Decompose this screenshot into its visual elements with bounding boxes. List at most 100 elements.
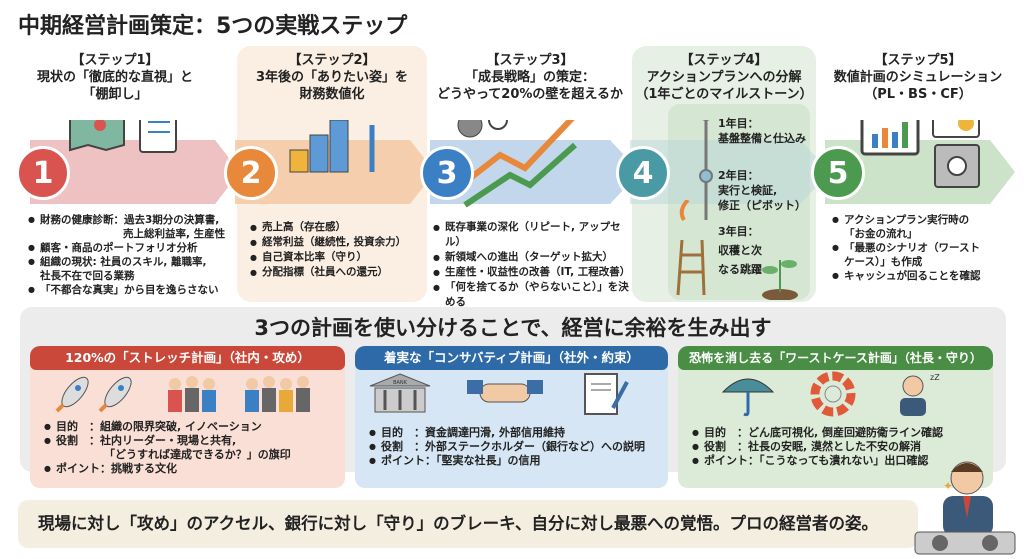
- contract-icon: [584, 373, 629, 415]
- cheering-team-icon: [168, 376, 310, 412]
- milestone-text: 実行と検証,: [718, 184, 778, 197]
- bullet-item: 生産性・収益性の改善（IT, 工程改善）: [433, 265, 633, 280]
- bullet-item: 財務の健康診断：過去3期分の決算書,: [28, 213, 238, 227]
- page-title: 中期経営計画策定：5つの実戦ステップ: [18, 14, 408, 39]
- step2-header: 【ステップ2】 3年後の「ありたい姿」を 財務数値化: [237, 52, 427, 103]
- card-title: 恐怖を消し去る「ワーストケース計画」（社長・守り）: [678, 346, 993, 370]
- milestone-label: 1年目：: [718, 117, 759, 130]
- ladder-plant-icon: [676, 200, 798, 300]
- step-heading: 3年後の「ありたい姿」を: [255, 70, 409, 85]
- bullet-item: ポイント：「こうなっても潰れない」出口確認: [692, 454, 993, 468]
- rocket-icon: [98, 376, 132, 413]
- step1-number: 1: [16, 146, 70, 200]
- step-label: 【ステップ1】: [71, 53, 159, 68]
- step4-number: 4: [616, 146, 670, 200]
- milestone-year2: 2年目： 実行と検証, 修正（ピボット）: [718, 168, 806, 213]
- safe-icon: [934, 144, 980, 188]
- step-heading: （1年ごとのマイルストーン）: [635, 87, 813, 102]
- sleeping-ceo-icon: zZ: [900, 373, 940, 416]
- timeline-icon: [699, 120, 713, 220]
- card-bullets: 目的 ：組織の限界突破, イノベーション 役割 ：社内リーダー・現場と共有, 「…: [30, 418, 345, 476]
- rocket-icon: [55, 376, 89, 413]
- bullet-item: アクションプラン実行時の: [832, 213, 1022, 227]
- bullet-item: 「最悪のシナリオ（ワースト: [832, 241, 1022, 255]
- card-bullets: 目的 ：どん底可視化, 倒産回避防衛ライン確認 役割 ：社長の安眠, 漠然とした…: [678, 424, 993, 468]
- bullet-continuation: 「お金の流れ」: [844, 228, 918, 240]
- step-heading: アクションプランへの分解: [646, 70, 802, 85]
- process-arrow-band: [30, 120, 1015, 220]
- bullet-item: 新領域への進出（ターゲット拡大）: [433, 250, 633, 265]
- step2-number: 2: [224, 146, 278, 200]
- umbrella-icon: [721, 378, 775, 417]
- milestone-text: 修正（ピボット）: [718, 199, 806, 212]
- step-label: 【ステップ5】: [874, 53, 962, 68]
- footer-message: 現場に対し「攻め」のアクセル、銀行に対し「守り」のブレーキ、自分に対し最悪への覚…: [18, 500, 918, 548]
- bullet-item: 自己資本比率（守り）: [250, 250, 430, 265]
- bullet-item: 組織の現状: 社員のスキル, 離職率,: [28, 255, 238, 269]
- growth-bars-icon: [289, 120, 375, 173]
- bullet-item: 役割 ：社内リーダー・現場と共有,: [44, 434, 345, 448]
- step-heading: どうやって20%の壁を超えるか: [436, 87, 624, 102]
- step2-bullets: 売上高（存在感） 経常利益（継続性, 投資余力） 自己資本比率（守り） 分配指標…: [250, 220, 430, 280]
- safety-icons: zZ: [721, 371, 940, 417]
- step-heading: 現状の「徹底的な直視」と: [36, 70, 193, 85]
- step3-header: 【ステップ3】 「成長戦略」の策定： どうやって20%の壁を超えるか: [425, 52, 635, 103]
- milestone-label: 3年目：: [718, 225, 759, 238]
- stretch-plan-card: 120%の「ストレッチ計画」（社内・攻め） 目的 ：組織の限界突破, イノベーシ…: [30, 346, 345, 488]
- handshake-icon: [467, 380, 543, 403]
- step5-number: 5: [811, 146, 865, 200]
- bullet-continuation: 社長不在で回る業務: [40, 270, 135, 282]
- step1-header: 【ステップ1】 現状の「徹底的な直視」と 「棚卸し」: [10, 52, 220, 103]
- step-heading: 「棚卸し」: [82, 87, 148, 102]
- bullet-item: 売上高（存在感）: [250, 220, 430, 235]
- ceo-dj-illustration: ✦: [914, 461, 1016, 555]
- map-icon: [69, 120, 125, 152]
- worstcase-plan-card: 恐怖を消し去る「ワーストケース計画」（社長・守り） zZ 目的 ：どん底可視化,…: [678, 346, 993, 488]
- conservative-plan-card: 着実な「コンサバティブ計画」（社外・約束） BANK 目的 ：資金調達円滑, 外…: [355, 346, 668, 488]
- bullet-item: 「不都合な真実」から目を逸らさない: [28, 283, 238, 297]
- dollar-window-icon: [932, 120, 980, 138]
- lifebuoy-icon: [810, 371, 856, 417]
- bank-label: BANK: [393, 380, 408, 386]
- step-label: 【ステップ4】: [680, 53, 768, 68]
- sparkle-icon: ✦: [943, 479, 953, 493]
- step-label: 【ステップ3】: [486, 53, 574, 68]
- card-title: 120%の「ストレッチ計画」（社内・攻め）: [30, 346, 345, 370]
- bullet-continuation: 売上総利益率, 生産性: [123, 228, 226, 240]
- rockets-team-icon: [55, 376, 310, 413]
- arrow-segment-4: [630, 140, 830, 204]
- bullet-continuation: ケース）」も作成: [844, 256, 923, 268]
- milestone-text: 基盤整備と仕込み: [718, 132, 806, 145]
- card-title: 着実な「コンサバティブ計画」（社外・約束）: [355, 346, 668, 370]
- zz-label: zZ: [930, 373, 940, 382]
- bullet-item: 目的 ：組織の限界突破, イノベーション: [44, 420, 345, 434]
- gears-trend-icon: [453, 120, 577, 208]
- bullet-item: 役割 ：外部ステークホルダー（銀行など）への説明: [369, 440, 668, 454]
- arrow-segment-3: [430, 140, 640, 204]
- bank-icon: BANK: [369, 373, 431, 413]
- milestone-text: 収穫と次: [718, 244, 762, 257]
- monitor-chart-icon: [860, 120, 920, 156]
- step3-number: 3: [420, 146, 474, 200]
- step-heading: （PL・BS・CF）: [864, 87, 972, 102]
- step1-bullets: 財務の健康診断：過去3期分の決算書, 売上総利益率, 生産性 顧客・商品のポート…: [28, 213, 238, 297]
- step5-bullets: アクションプラン実行時の 「お金の流れ」 「最悪のシナリオ（ワースト ケース）」…: [832, 213, 1022, 283]
- bullet-item: 「何を捨てるか（やらないこと）」を決める: [433, 280, 633, 310]
- bullet-item: ポイント：「堅実な社長」の信用: [369, 454, 668, 468]
- bank-handshake-contract-icons: BANK: [369, 373, 629, 415]
- bullet-item: 顧客・商品のポートフォリオ分析: [28, 241, 238, 255]
- step-heading: 「成長戦略」の策定：: [464, 70, 595, 85]
- step4-header: 【ステップ4】 アクションプランへの分解 （1年ごとのマイルストーン）: [632, 52, 816, 103]
- clipboard-icon: [139, 120, 177, 153]
- step-heading: 財務数値化: [299, 87, 365, 102]
- step5-header: 【ステップ5】 数値計画のシミュレーション （PL・BS・CF）: [818, 52, 1018, 103]
- bullet-item: キャッシュが回ることを確認: [832, 269, 1022, 283]
- bullet-item: 目的 ：資金調達円滑, 外部信用維持: [369, 426, 668, 440]
- milestone-text: なる跳躍: [718, 263, 762, 276]
- bullet-item: 目的 ：どん底可視化, 倒産回避防衛ライン確認: [692, 426, 993, 440]
- milestone-year3: 3年目： 収穫と次 なる跳躍: [718, 222, 762, 279]
- step3-bullets: 既存事業の深化（リピート, アップセル） 新領域への進出（ターゲット拡大） 生産…: [433, 220, 633, 310]
- step-label: 【ステップ2】: [288, 53, 376, 68]
- arrow-segment-1: [30, 140, 240, 204]
- bullet-continuation: 「どうすれば達成できるか？」の旗印: [104, 448, 291, 461]
